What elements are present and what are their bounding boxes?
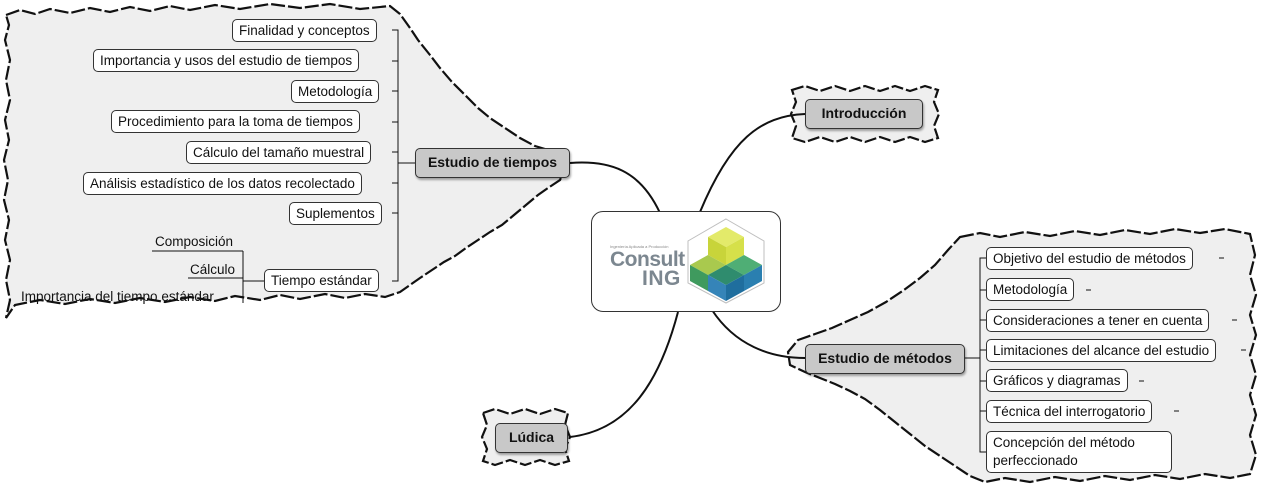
subtopic-importancia-usos[interactable]: Importancia y usos del estudio de tiempo… [93,49,360,72]
subtopic-metodologia-tiempos[interactable]: Metodología [291,80,380,103]
logo-word-consult: Consult [610,248,685,271]
connector-estudio-tiempos [569,161,661,214]
subtopic-tiempo-estandar[interactable]: Tiempo estándar [264,269,379,292]
connector-introduccion [699,113,806,213]
subtopic-graficos-diagramas[interactable]: Gráficos y diagramas [986,369,1128,392]
connector-estudio-metodos [711,309,806,359]
subtopic-analisis-estadistico[interactable]: Análisis estadístico de los datos recole… [83,172,362,195]
logo-word-ing: ING [642,267,681,290]
subtopic-metodologia-metodos[interactable]: Metodología [986,278,1075,301]
topic-estudio-tiempos[interactable]: Estudio de tiempos [415,148,570,178]
subtopic-tecnica-interrogatorio[interactable]: Técnica del interrogatorio [986,400,1153,423]
logo-cube-icon [687,218,765,304]
subtopic-objetivo-metodos[interactable]: Objetivo del estudio de métodos [986,247,1193,270]
topic-ludica[interactable]: Lúdica [495,423,568,453]
tiempos-bracket [152,29,415,303]
topic-estudio-metodos[interactable]: Estudio de métodos [805,344,965,374]
subtopic-suplementos[interactable]: Suplementos [289,202,382,225]
subtopic-concepcion-metodo[interactable]: Concepción del método perfeccionado [986,431,1172,473]
leaf-composicion[interactable]: Composición [155,234,234,249]
subtopic-consideraciones[interactable]: Consideraciones a tener en cuenta [986,309,1210,332]
subtopic-finalidad-conceptos[interactable]: Finalidad y conceptos [232,19,377,42]
leaf-calculo[interactable]: Cálculo [190,262,236,277]
subtopic-calculo-tamano[interactable]: Cálculo del tamaño muestral [186,141,372,164]
topic-introduccion[interactable]: Introducción [805,99,923,129]
connector-ludica [569,311,679,438]
metodos-bracket [965,257,1246,453]
leaf-importancia-tiempo-estandar[interactable]: Importancia del tiempo estándar [21,289,214,304]
subtopic-procedimiento-toma[interactable]: Procedimiento para la toma de tiempos [111,110,360,133]
logo-tagline: Ingeniería Aplicada a Producción [610,244,669,249]
subtopic-limitaciones[interactable]: Limitaciones del alcance del estudio [986,339,1217,362]
central-topic-logo[interactable]: Ingeniería Aplicada a Producción Consult… [591,211,781,312]
